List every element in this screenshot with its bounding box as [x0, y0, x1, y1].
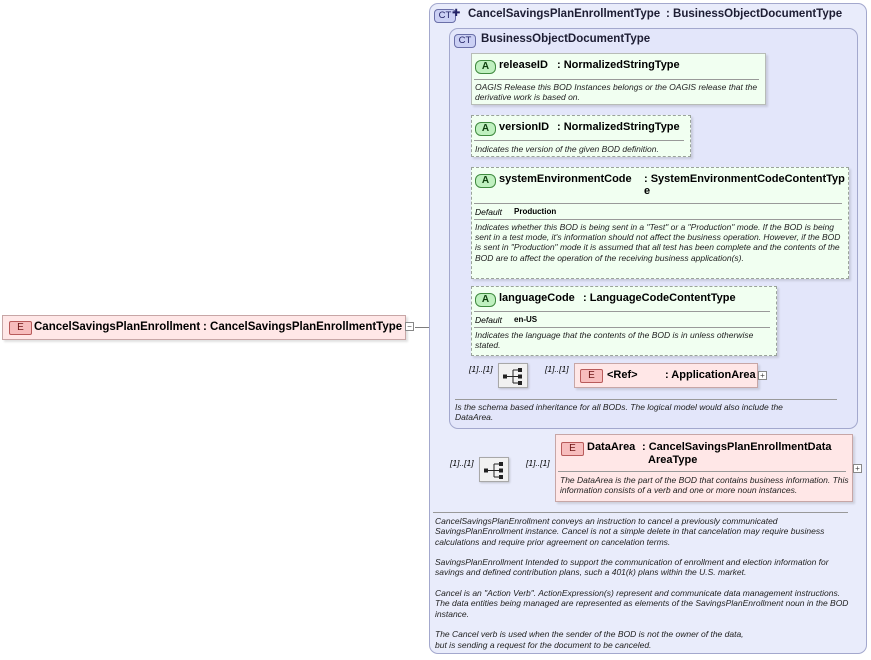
plus-icon[interactable]: + [853, 464, 862, 473]
dataarea-seq-occurrence: [1]..[1] [450, 458, 474, 468]
ref-label: <Ref> [607, 369, 638, 381]
application-area-type: : ApplicationArea [665, 369, 756, 381]
application-elem-occurrence: [1]..[1] [545, 364, 569, 374]
attribute-doc: Indicates whether this BOD is being sent… [475, 222, 841, 263]
attribute-doc: Indicates the version of the given BOD d… [475, 144, 659, 154]
data-area-doc: The DataArea is the part of the BOD that… [560, 475, 849, 496]
default-label: Default [475, 207, 502, 217]
plus-icon: ✚ [452, 8, 461, 19]
attribute-versionid[interactable]: A versionID : NormalizedStringType Indic… [471, 115, 691, 157]
element-badge: E [9, 321, 32, 335]
attribute-separator [474, 203, 842, 204]
outer-type-name: CancelSavingsPlanEnrollmentType [468, 8, 661, 20]
sequence-compositor-icon[interactable] [498, 363, 528, 388]
root-connector [415, 327, 429, 328]
default-value: en-US [514, 315, 538, 324]
root-element-name: CancelSavingsPlanEnrollment [34, 321, 201, 333]
root-element-box[interactable]: E CancelSavingsPlanEnrollment : CancelSa… [2, 315, 406, 340]
application-area-element[interactable]: E <Ref> : ApplicationArea [574, 363, 758, 388]
data-area-separator [558, 471, 846, 472]
default-value: Production [514, 207, 557, 216]
application-seq-occurrence: [1]..[1] [469, 364, 493, 374]
attribute-separator [474, 311, 770, 312]
data-area-type-line2: AreaType [648, 454, 698, 466]
description-separator [433, 512, 848, 513]
attribute-doc: Indicates the language that the contents… [475, 330, 754, 351]
description-paragraph: Cancel is an "Action Verb". ActionExpres… [435, 588, 849, 619]
attribute-separator [474, 79, 759, 80]
attribute-languagecode[interactable]: A languageCode : LanguageCodeContentType… [471, 286, 777, 356]
description-paragraph: The Cancel verb is used when the sender … [435, 629, 744, 650]
sequence-glyph [484, 462, 503, 479]
attribute-badge: A [475, 174, 496, 188]
root-element-type: : CancelSavingsPlanEnrollmentType [203, 321, 403, 333]
attribute-name: versionID [499, 121, 550, 133]
description-paragraph: CancelSavingsPlanEnrollment conveys an i… [435, 516, 825, 547]
inner-type-name: BusinessObjectDocumentType [481, 33, 651, 45]
complex-type-badge: CT [434, 9, 456, 23]
attribute-badge: A [475, 293, 496, 307]
attribute-separator [474, 219, 842, 220]
data-area-type-line1: : CancelSavingsPlanEnrollmentData [642, 441, 832, 453]
attribute-badge: A [475, 122, 496, 136]
complex-type-badge: CT [454, 34, 476, 48]
attribute-name: systemEnvironmentCode [499, 173, 632, 185]
attribute-doc: OAGIS Release this BOD Instances belongs… [475, 82, 758, 103]
minus-icon[interactable]: − [405, 322, 414, 331]
data-area-name: DataArea [587, 441, 636, 453]
attribute-separator [474, 327, 770, 328]
element-badge: E [580, 369, 603, 383]
outer-type-base: : BusinessObjectDocumentType [666, 8, 843, 20]
inner-doc-separator [455, 399, 837, 400]
type-description: CancelSavingsPlanEnrollment conveys an i… [435, 516, 855, 660]
sequence-glyph [503, 368, 522, 385]
element-badge: E [561, 442, 584, 456]
attribute-name: releaseID [499, 59, 548, 71]
attribute-releaseid[interactable]: A releaseID : NormalizedStringType OAGIS… [471, 53, 766, 105]
attribute-systemenvironmentcode[interactable]: A systemEnvironmentCode : SystemEnvironm… [471, 167, 849, 279]
attribute-badge: A [475, 60, 496, 74]
dataarea-elem-occurrence: [1]..[1] [526, 458, 550, 468]
default-label: Default [475, 315, 502, 325]
data-area-element[interactable]: E DataArea : CancelSavingsPlanEnrollment… [555, 434, 853, 502]
attribute-name: languageCode [499, 292, 575, 304]
attribute-type: : SystemEnvironmentCodeContentType [644, 173, 845, 197]
attribute-type: : NormalizedStringType [557, 121, 680, 133]
sequence-compositor-icon[interactable] [479, 457, 509, 482]
description-paragraph: SavingsPlanEnrollment Intended to suppor… [435, 557, 829, 578]
attribute-type: : NormalizedStringType [557, 59, 680, 71]
attribute-type: : LanguageCodeContentType [583, 292, 736, 304]
inner-type-doc: Is the schema based inheritance for all … [455, 402, 783, 423]
plus-icon[interactable]: + [758, 371, 767, 380]
attribute-separator [474, 140, 684, 141]
